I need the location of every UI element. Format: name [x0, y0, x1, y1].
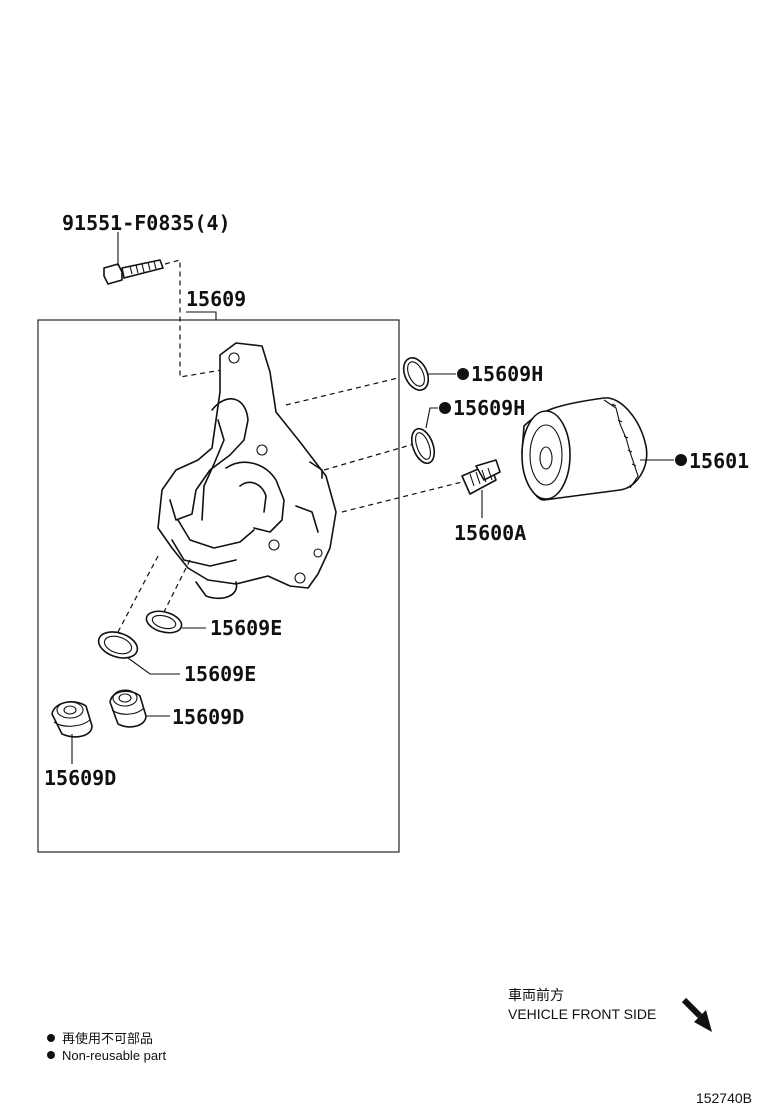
gasket-e-lower-leader — [127, 657, 180, 675]
dash-upper-oring — [285, 377, 399, 406]
oring-lower-drawing — [410, 427, 436, 465]
legend-dot-en — [47, 1051, 55, 1059]
legend-dot-jp — [47, 1034, 55, 1042]
oil-filter-drawing — [521, 397, 648, 501]
oring-upper-drawing — [402, 357, 430, 391]
dash-lower-oring — [323, 443, 415, 471]
dash-union — [341, 481, 463, 513]
plug-d-right-drawing — [109, 689, 147, 728]
label-bolt: 91551-F0835(4) — [62, 211, 231, 235]
oil-filter-nonreusable-dot — [675, 454, 687, 466]
label-union: 15600A — [454, 521, 526, 545]
bolt-drawing — [103, 259, 164, 285]
gasket-e-lower-drawing — [97, 631, 139, 659]
direction-text-jp: 車両前方 — [508, 987, 564, 1003]
oring-upper-nonreusable-dot — [457, 368, 469, 380]
label-oil-filter-bracket: 15609 — [186, 287, 246, 311]
gasket-e-upper-drawing — [145, 610, 183, 634]
figure-code: 152740B — [696, 1090, 752, 1106]
dash-gasket-upper — [163, 559, 191, 613]
front-direction-arrow-icon — [681, 997, 712, 1032]
label-gasket-e-lower: 15609E — [184, 662, 256, 686]
label-oil-filter: 15601 — [689, 449, 749, 473]
assembly-frame — [37, 319, 400, 853]
label-gasket-e-upper: 15609E — [210, 616, 282, 640]
label-plug-d-right: 15609D — [172, 705, 244, 729]
label-plug-d-left: 15609D — [44, 766, 116, 790]
label-oring-upper: 15609H — [471, 362, 543, 386]
label-oring-lower: 15609H — [453, 396, 525, 420]
union-drawing — [461, 459, 501, 495]
direction-text-en: VEHICLE FRONT SIDE — [508, 1006, 656, 1022]
legend-text-en: Non-reusable part — [62, 1048, 166, 1063]
oring-lower-leader — [425, 407, 438, 429]
legend-text-jp: 再使用不可部品 — [62, 1031, 153, 1046]
oil-filter-bracket-drawing — [157, 342, 337, 600]
bolt-dashed-path — [164, 259, 223, 378]
oring-lower-nonreusable-dot — [439, 402, 451, 414]
bracket-leader — [186, 311, 217, 320]
plug-d-left-drawing — [51, 701, 93, 738]
